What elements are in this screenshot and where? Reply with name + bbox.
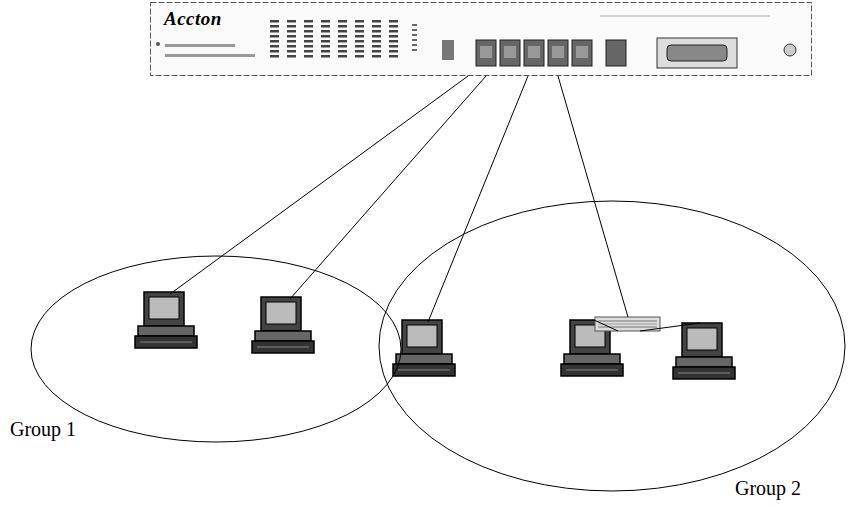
computer-icon (673, 323, 735, 379)
hub-wire (594, 320, 618, 331)
group-label: Group 1 (10, 418, 76, 441)
group-ellipse: Group 2 (378, 200, 846, 492)
computer-icon (393, 320, 455, 376)
network-cable (290, 76, 486, 299)
hub (595, 317, 660, 331)
network-cable (558, 76, 628, 317)
hub-wire (640, 323, 700, 331)
switch-panel: Accton (150, 2, 812, 76)
group-ellipse: Group 1 (30, 255, 402, 443)
network-cable (428, 76, 528, 322)
switch-outline (150, 2, 812, 76)
computer-icon (252, 297, 314, 353)
computer-icon (135, 292, 197, 348)
brand-logo: Accton (164, 8, 222, 30)
ellipse-outline (30, 255, 402, 443)
ellipse-outline (378, 200, 846, 492)
group-label: Group 2 (735, 477, 801, 500)
